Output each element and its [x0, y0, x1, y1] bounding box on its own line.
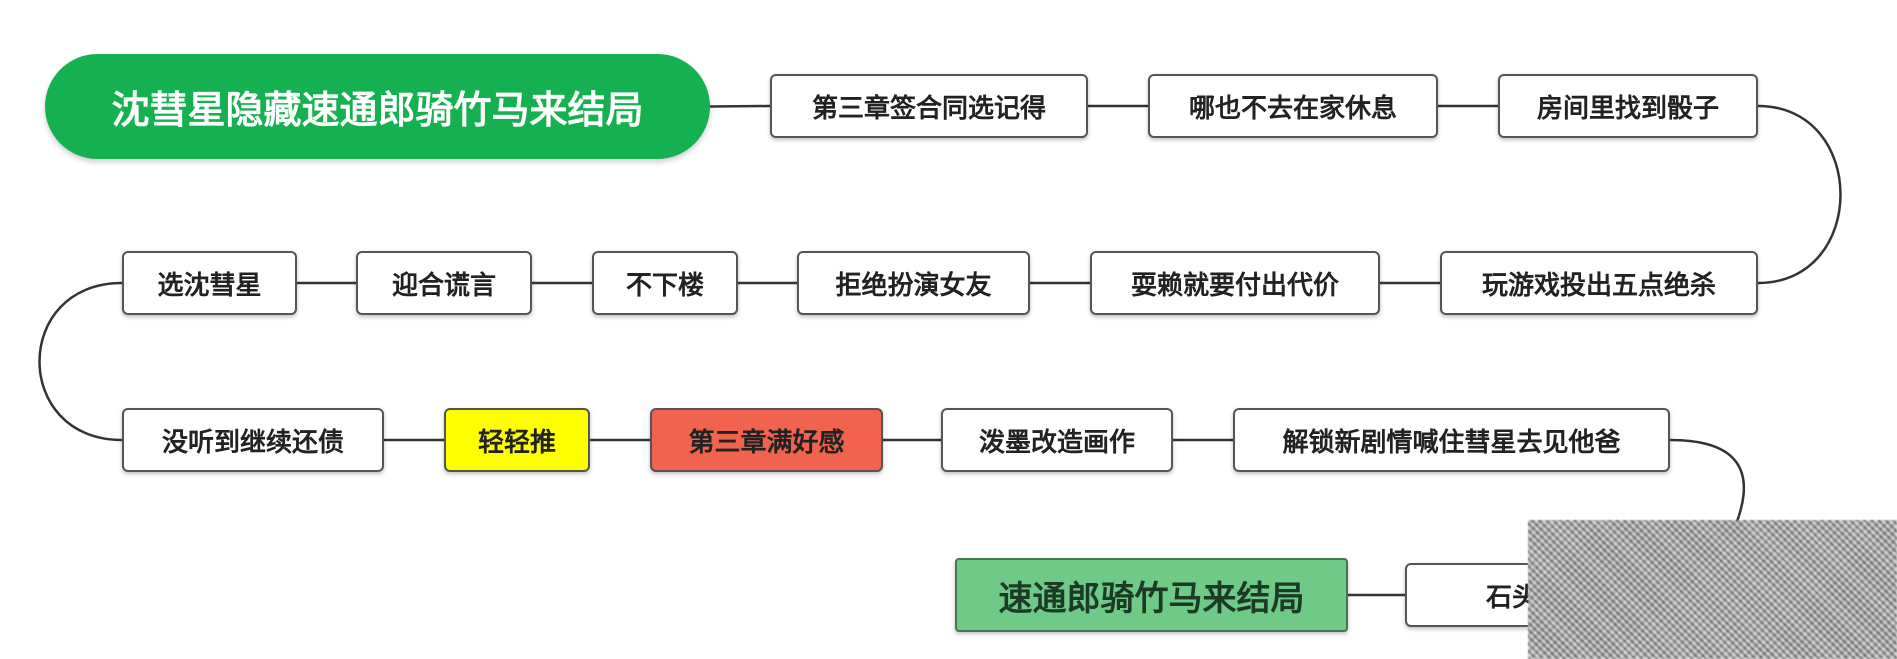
flow-node: 第三章满好感 [650, 408, 883, 472]
flow-node: 选沈彗星 [122, 251, 297, 315]
blurred-watermark-area [1528, 520, 1897, 659]
flow-node: 耍赖就要付出代价 [1090, 251, 1380, 315]
flow-node: 没听到继续还债 [122, 408, 384, 472]
flow-node: 房间里找到骰子 [1498, 74, 1758, 138]
connector-line [709, 104, 771, 108]
flow-node: 第三章签合同选记得 [770, 74, 1088, 138]
connector-line [1757, 104, 1842, 285]
flow-node: 泼墨改造画作 [941, 408, 1173, 472]
flow-node: 轻轻推 [444, 408, 590, 472]
flow-node: 哪也不去在家休息 [1148, 74, 1438, 138]
flow-node: 解锁新剧情喊住彗星去见他爸 [1233, 408, 1670, 472]
flow-node: 拒绝扮演女友 [797, 251, 1030, 315]
flow-node: 不下楼 [592, 251, 738, 315]
flow-node: 玩游戏投出五点绝杀 [1440, 251, 1758, 315]
flow-node: 迎合谎言 [356, 251, 532, 315]
diagram-title-node: 沈彗星隐藏速通郎骑竹马来结局 [45, 54, 710, 159]
end-node: 速通郎骑竹马来结局 [955, 558, 1348, 632]
connector-line [38, 281, 123, 442]
